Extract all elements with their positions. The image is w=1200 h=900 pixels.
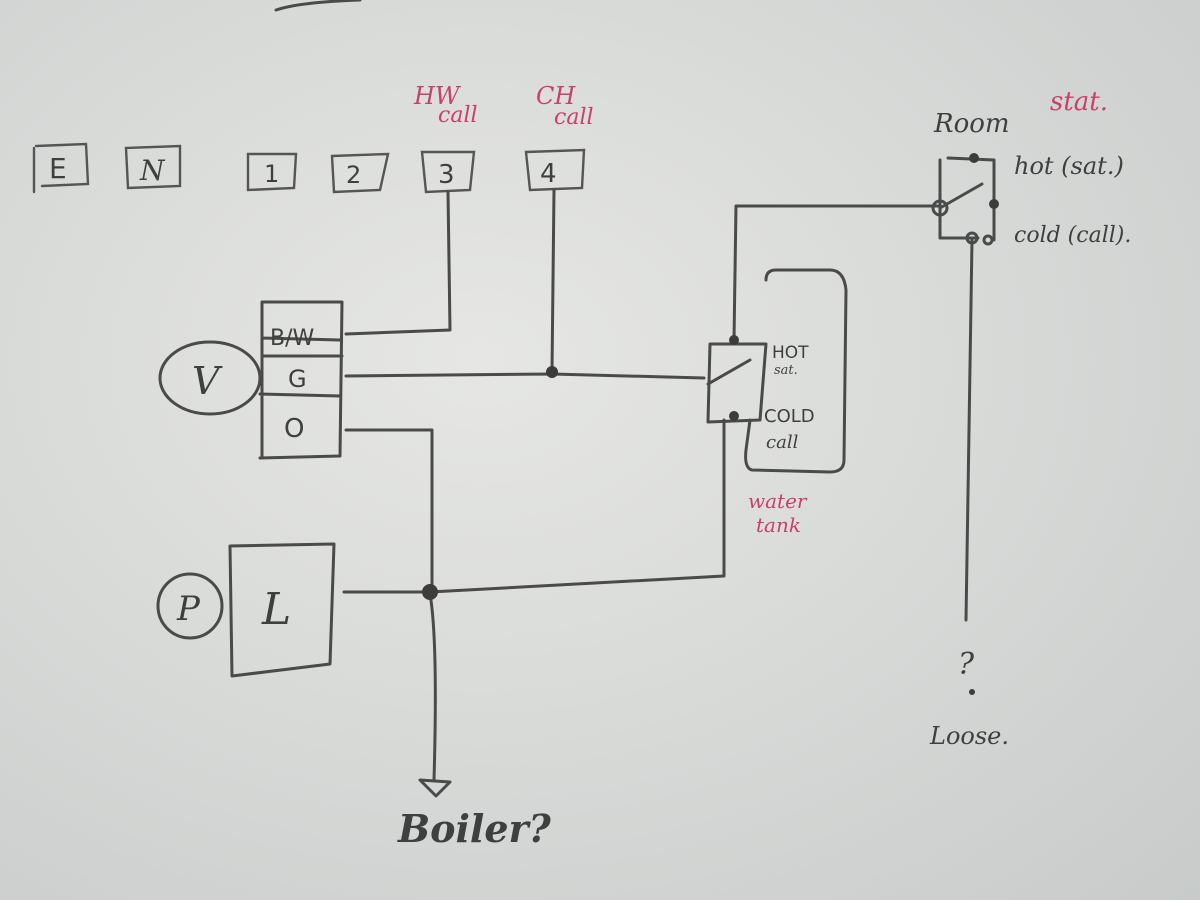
cold-call-label: call xyxy=(766,432,799,453)
ch-call-note: CH call xyxy=(536,82,594,130)
terminal-label: E xyxy=(49,152,67,185)
terminal-label: 2 xyxy=(346,161,361,189)
svg-text:call: call xyxy=(554,105,594,130)
pump-terminal-l: L xyxy=(261,584,291,635)
valve: V B/W G O xyxy=(158,300,344,460)
contact-dot xyxy=(989,199,999,209)
contact-ring xyxy=(931,199,949,217)
room-stat-box xyxy=(938,156,996,242)
terminal-label: N xyxy=(139,154,166,187)
contact-ring xyxy=(982,234,994,246)
cold-label: COLD xyxy=(764,406,815,427)
valve-circle xyxy=(158,340,262,416)
loose-question-mark: ? xyxy=(958,647,975,682)
terminal-N: N xyxy=(124,144,182,190)
pump-symbol: P xyxy=(176,589,201,629)
terminal-label: 3 xyxy=(438,160,455,190)
valve-wire-o: O xyxy=(284,414,304,444)
room-stat-cold-label: cold (call). xyxy=(1014,223,1131,248)
room-stat: Room stat. hot (sat.) cold (call). xyxy=(931,87,1131,248)
svg-text:HW: HW xyxy=(413,82,462,110)
valve-symbol: V xyxy=(192,359,223,403)
hot-sat-label: sat. xyxy=(774,363,798,378)
water-tank-outline xyxy=(744,268,848,474)
junction-dot xyxy=(546,366,558,378)
wire-ch-call xyxy=(550,188,556,374)
wire-g xyxy=(344,372,706,380)
wire-live xyxy=(342,418,726,594)
stray-pen-stroke xyxy=(274,0,362,12)
contact-dot xyxy=(969,153,979,163)
wire-hw-call xyxy=(344,190,452,336)
wire-room-stat-common xyxy=(732,204,942,342)
water-tank-note: water xyxy=(748,489,808,513)
contact-ring xyxy=(965,231,979,245)
cylinder-stat-box xyxy=(706,342,768,424)
wire-o xyxy=(344,428,434,594)
contact-dot xyxy=(729,411,739,421)
terminal-1: 1 xyxy=(246,152,298,192)
svg-text:call: call xyxy=(438,103,478,128)
room-stat-title-red: stat. xyxy=(1050,87,1108,117)
terminal-label: 1 xyxy=(264,160,279,188)
loose-label: Loose. xyxy=(929,722,1009,750)
terminal-2: 2 xyxy=(330,152,390,194)
hot-label: HOT xyxy=(772,343,809,363)
valve-wire-block xyxy=(258,300,344,460)
terminal-label: 4 xyxy=(540,159,557,189)
boiler-label: Boiler? xyxy=(397,806,552,851)
contact-dot xyxy=(729,335,739,345)
valve-wire-bw: B/W xyxy=(270,326,315,351)
terminal-E: E xyxy=(32,142,90,194)
cylinder-stat: HOT sat. COLD call water tank xyxy=(706,268,848,537)
terminal-3: 3 xyxy=(420,150,476,194)
cylinder-stat-switch xyxy=(706,358,752,386)
pump-circle xyxy=(156,572,224,640)
room-stat-hot-label: hot (sat.) xyxy=(1014,152,1124,180)
valve-wire-g: G xyxy=(288,365,307,393)
pump-terminal-box xyxy=(228,542,336,678)
junction-dot xyxy=(422,584,438,600)
wire-boiler xyxy=(428,592,437,782)
hw-call-note: HW call xyxy=(413,82,478,128)
terminal-4: 4 xyxy=(524,148,586,192)
wires xyxy=(342,188,974,798)
wire-room-stat-cold xyxy=(964,238,974,622)
svg-text:CH: CH xyxy=(536,82,576,110)
water-tank-note: tank xyxy=(756,513,801,537)
room-stat-title: Room xyxy=(933,109,1010,139)
loose-dot xyxy=(969,689,975,695)
boiler-arrow-icon xyxy=(418,778,452,798)
pump: P L xyxy=(156,542,336,678)
